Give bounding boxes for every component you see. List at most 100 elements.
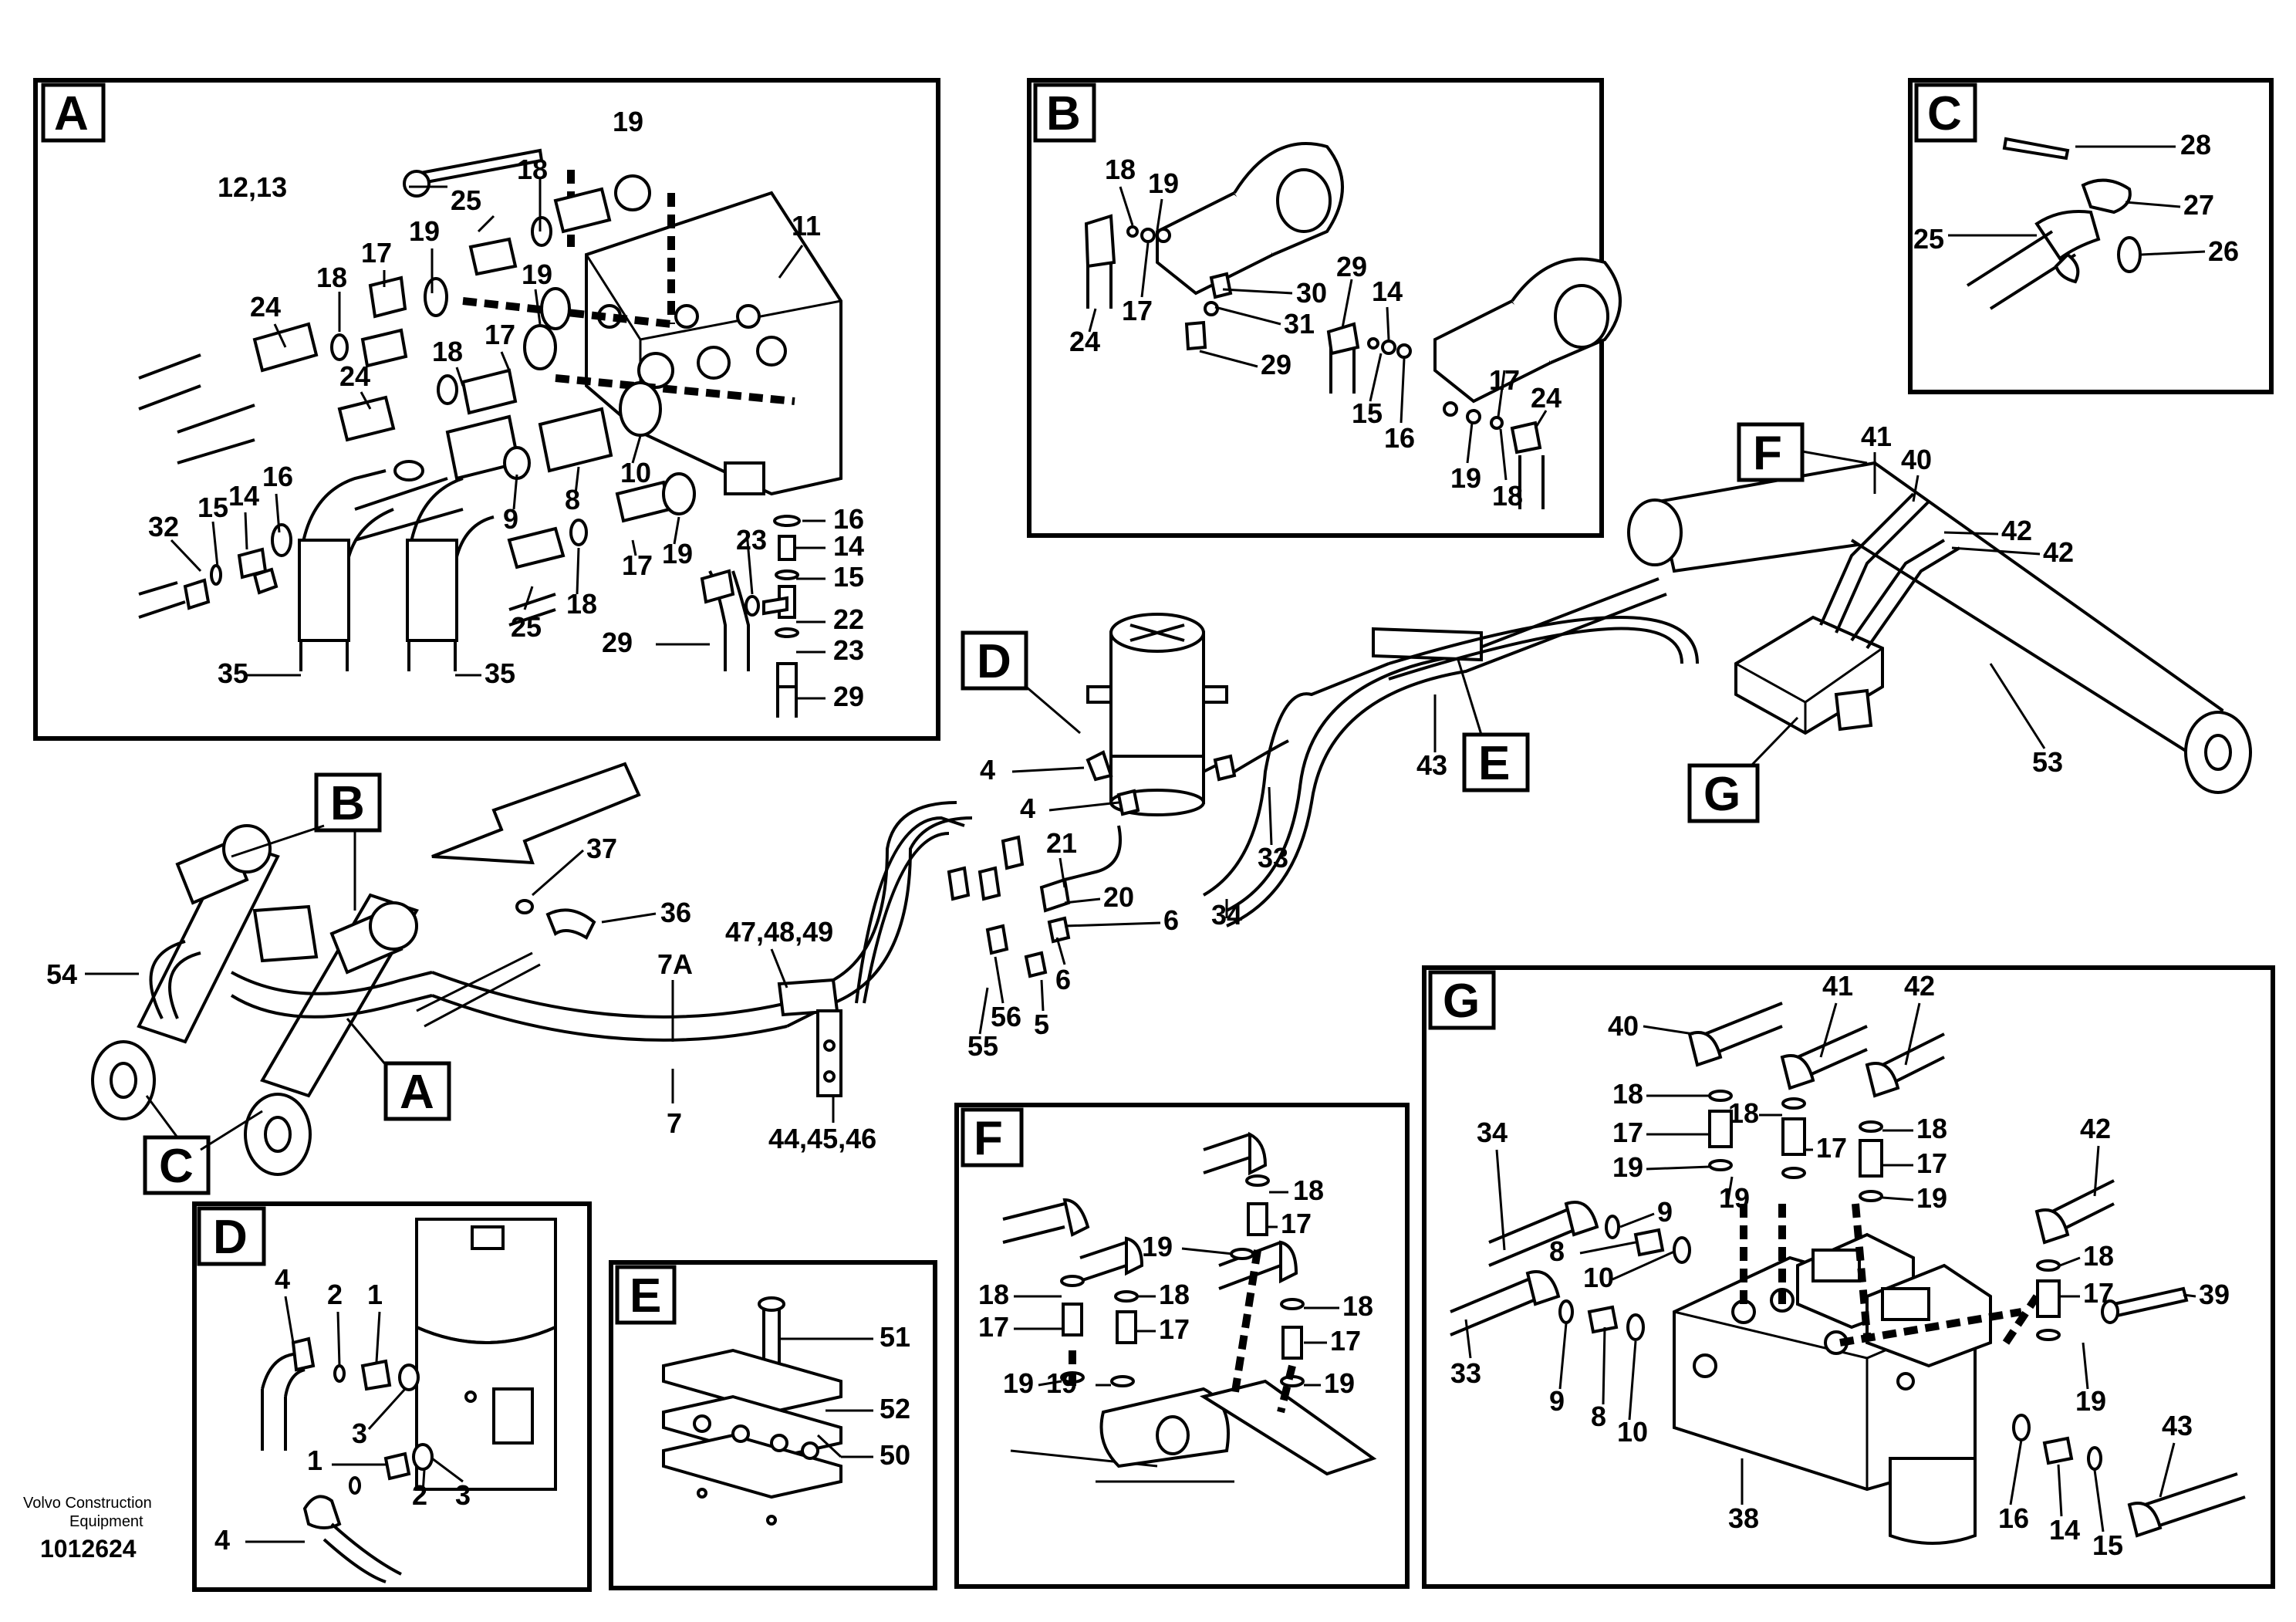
- label-a-15-right: 15: [833, 561, 864, 593]
- label-main-21: 21: [1046, 827, 1077, 859]
- panel-b: B 18 19 17 24 30 31 29 29 14 15 16 17 24: [1027, 78, 1622, 538]
- label-main-42-a: 42: [2001, 515, 2032, 546]
- label-e-51: 51: [880, 1321, 910, 1353]
- label-main-36: 36: [660, 897, 691, 928]
- label-c-28: 28: [2180, 129, 2211, 161]
- label-main-54: 54: [46, 958, 77, 990]
- label-main-44-45-46: 44,45,46: [768, 1123, 876, 1154]
- label-a-18-bottom: 18: [566, 588, 597, 620]
- label-g-41: 41: [1822, 970, 1853, 1002]
- label-b-15: 15: [1352, 397, 1383, 429]
- label-c-27: 27: [2183, 189, 2214, 221]
- label-main-5: 5: [1034, 1009, 1049, 1040]
- label-f-18-left: 18: [978, 1279, 1009, 1310]
- label-main-40: 40: [1901, 444, 1932, 475]
- label-a-23-left: 23: [736, 524, 767, 556]
- label-g-18-right: 18: [2083, 1240, 2114, 1272]
- label-g-19-a: 19: [1612, 1151, 1643, 1183]
- label-g-15: 15: [2092, 1529, 2123, 1561]
- label-a-29-right: 29: [833, 681, 864, 712]
- label-d-2-top: 2: [327, 1279, 343, 1310]
- label-g-42-top: 42: [1904, 970, 1935, 1002]
- label-g-43: 43: [2162, 1410, 2193, 1441]
- panel-c-tag: C: [1927, 87, 1962, 140]
- label-a-35-right: 35: [485, 657, 515, 689]
- label-main-47-48-49: 47,48,49: [725, 916, 833, 948]
- label-b-29-right: 29: [1336, 251, 1367, 282]
- label-d-4-bottom: 4: [214, 1524, 230, 1556]
- label-g-18-c: 18: [1916, 1113, 1947, 1144]
- label-g-9-top: 9: [1657, 1196, 1673, 1228]
- svg-text:A: A: [400, 1066, 434, 1119]
- label-a-17-2: 17: [485, 319, 515, 350]
- footer-brand: Volvo Construction Equipment 1012624: [23, 1495, 152, 1563]
- label-b-18: 18: [1105, 154, 1136, 185]
- callout-main-e: E: [1457, 659, 1530, 792]
- label-a-25-bottom: 25: [511, 611, 542, 643]
- label-main-4-top: 4: [980, 754, 995, 786]
- label-a-25-top: 25: [451, 184, 481, 216]
- label-b-18-right: 18: [1492, 480, 1523, 512]
- label-a-19-top: 19: [613, 106, 643, 137]
- label-f-19-right: 19: [1324, 1367, 1355, 1399]
- callout-main-d: D: [961, 630, 1081, 735]
- label-g-8-top: 8: [1549, 1235, 1565, 1267]
- label-g-42-right: 42: [2080, 1113, 2111, 1144]
- label-g-17-b: 17: [1816, 1132, 1847, 1164]
- label-a-14-right: 14: [833, 530, 864, 562]
- callout-main-a: A: [346, 1018, 451, 1121]
- panel-c: C 28 27 25 26: [1908, 78, 2274, 394]
- label-a-10: 10: [620, 457, 651, 488]
- label-a-18-2: 18: [432, 336, 463, 367]
- label-main-7a: 7A: [657, 948, 693, 980]
- label-e-52: 52: [880, 1393, 910, 1424]
- label-a-18-top: 18: [517, 154, 548, 185]
- label-g-14: 14: [2049, 1514, 2080, 1546]
- panel-a: A: [33, 78, 940, 741]
- label-a-22: 22: [833, 603, 864, 635]
- label-c-26: 26: [2208, 235, 2239, 267]
- label-b-19-right: 19: [1450, 462, 1481, 494]
- label-g-33: 33: [1450, 1357, 1481, 1389]
- label-a-32: 32: [148, 511, 179, 542]
- label-main-53: 53: [2032, 746, 2063, 778]
- label-main-55: 55: [967, 1030, 998, 1062]
- label-b-31: 31: [1284, 308, 1315, 340]
- label-g-17-c: 17: [1916, 1147, 1947, 1179]
- label-f-19-top: 19: [1142, 1231, 1173, 1262]
- svg-text:D: D: [977, 635, 1011, 688]
- callout-main-b: B: [231, 772, 382, 911]
- label-b-14: 14: [1372, 275, 1403, 307]
- svg-text:B: B: [330, 777, 365, 830]
- label-a-23-right: 23: [833, 634, 864, 666]
- label-f-17-right: 17: [1330, 1325, 1361, 1357]
- label-d-2-bottom: 2: [412, 1479, 427, 1511]
- label-main-6-right: 6: [1163, 904, 1179, 936]
- svg-text:C: C: [159, 1140, 194, 1193]
- svg-text:F: F: [1753, 427, 1782, 480]
- label-g-18-b: 18: [1728, 1097, 1759, 1129]
- label-g-9-bottom: 9: [1549, 1385, 1565, 1417]
- label-f-18-right: 18: [1342, 1290, 1373, 1322]
- label-a-9: 9: [503, 503, 518, 535]
- label-f-18-top: 18: [1293, 1174, 1324, 1206]
- label-g-17-a: 17: [1612, 1117, 1643, 1148]
- label-f-17-top: 17: [1281, 1208, 1312, 1239]
- label-g-10-top: 10: [1583, 1262, 1614, 1293]
- label-a-19-mid: 19: [409, 215, 440, 247]
- label-b-24-right: 24: [1531, 382, 1562, 414]
- label-d-4-top: 4: [275, 1263, 290, 1295]
- label-a-19-2: 19: [522, 259, 552, 290]
- callout-main-g: G: [1687, 716, 1799, 823]
- panel-b-tag: B: [1046, 87, 1081, 140]
- label-main-4-mid: 4: [1020, 792, 1035, 824]
- label-a-15-left: 15: [198, 492, 228, 523]
- label-d-3-right: 3: [455, 1479, 471, 1511]
- label-b-30: 30: [1296, 277, 1327, 309]
- label-a-24-top: 24: [250, 291, 281, 323]
- label-e-50: 50: [880, 1439, 910, 1471]
- panel-f: F 18 17 19 18 18 17 17 19 19 18: [954, 1103, 1410, 1589]
- panel-d-tag: D: [213, 1211, 248, 1264]
- svg-text:E: E: [1478, 737, 1510, 790]
- label-b-16: 16: [1384, 422, 1415, 454]
